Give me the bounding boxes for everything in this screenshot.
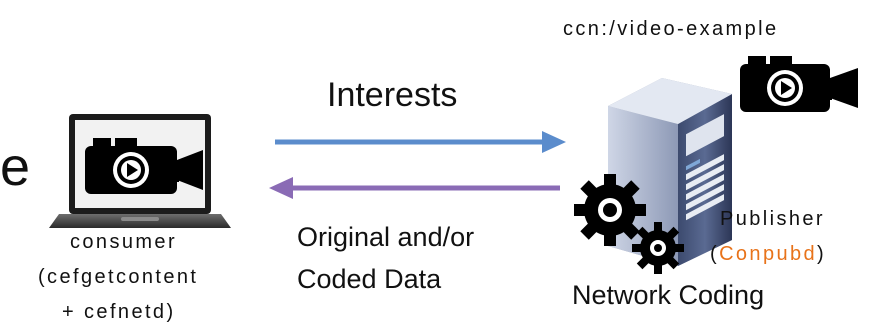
data-label-line2: Coded Data <box>297 264 442 294</box>
content-name-label: ccn:/video-example <box>563 18 779 40</box>
left-edge-text-fragment: e <box>0 137 31 197</box>
video-camera-icon <box>740 56 858 112</box>
consumer-daemon: + cefnetd) <box>62 301 176 323</box>
conpubd-name: Conpubd <box>719 243 818 265</box>
consumer-label: consumer <box>70 231 178 253</box>
publisher-daemon: (Conpubd) <box>710 243 826 266</box>
data-label-line1: Original and/or <box>297 222 475 252</box>
paren-close: ) <box>817 243 827 265</box>
interests-label: Interests <box>327 76 458 114</box>
network-coding-label: Network Coding <box>572 280 765 310</box>
paren-open: ( <box>710 243 720 265</box>
gears-icon <box>574 174 684 274</box>
video-camera-icon <box>85 138 203 194</box>
publisher-label: Publisher <box>720 208 825 230</box>
consumer-command: (cefgetcontent <box>38 266 199 288</box>
